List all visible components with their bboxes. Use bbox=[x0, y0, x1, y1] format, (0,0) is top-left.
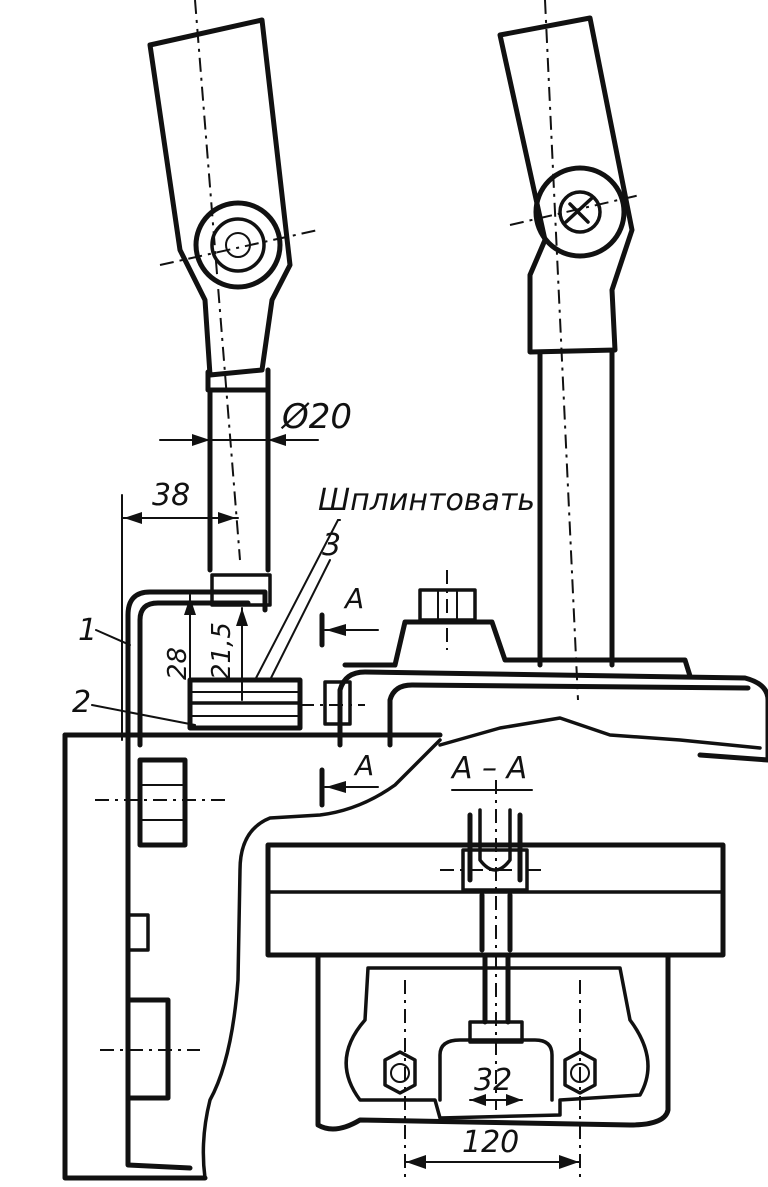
part-3-label: 3 bbox=[322, 528, 341, 563]
part-2-label: 2 bbox=[72, 685, 91, 720]
dimension-120: 120 bbox=[404, 1125, 581, 1169]
base-plate bbox=[62, 732, 443, 1181]
cotter-pin-note: Шплинтовать bbox=[254, 483, 535, 681]
dimension-28: 28 bbox=[163, 594, 196, 701]
bracket-part-1 bbox=[125, 573, 272, 748]
dim-21-5-label: 21,5 bbox=[207, 622, 237, 680]
section-marker-lower: А bbox=[319, 749, 379, 808]
diameter-20-label: Ø20 bbox=[280, 397, 352, 437]
dimension-21-5: 21,5 bbox=[207, 607, 248, 701]
right-link-assembly bbox=[497, 0, 641, 701]
section-marker-upper: А bbox=[319, 582, 379, 648]
dimension-38: 38 bbox=[121, 478, 239, 741]
part-1-label: 1 bbox=[78, 613, 97, 648]
cotter-pin-note-text: Шплинтовать bbox=[318, 483, 535, 518]
section-mark-upper-label: А bbox=[343, 582, 364, 615]
dimension-32: 32 bbox=[469, 1063, 523, 1106]
dimension-diameter-20: Ø20 bbox=[159, 397, 352, 446]
dim-32-label: 32 bbox=[474, 1063, 512, 1098]
dim-28-label: 28 bbox=[163, 647, 193, 680]
housing-block bbox=[337, 669, 768, 763]
dim-120-label: 120 bbox=[462, 1125, 519, 1160]
cap-bolt bbox=[342, 570, 693, 679]
section-a-a-view bbox=[265, 780, 726, 1180]
part-callouts: 1 2 3 bbox=[72, 528, 341, 726]
section-title-label: А – А bbox=[450, 751, 527, 786]
left-link-assembly bbox=[147, 0, 319, 573]
section-title: А – А bbox=[450, 751, 533, 791]
section-mark-lower-label: А bbox=[353, 749, 374, 782]
clamp-parts-2-3 bbox=[187, 677, 365, 731]
dim-38-label: 38 bbox=[152, 478, 190, 513]
